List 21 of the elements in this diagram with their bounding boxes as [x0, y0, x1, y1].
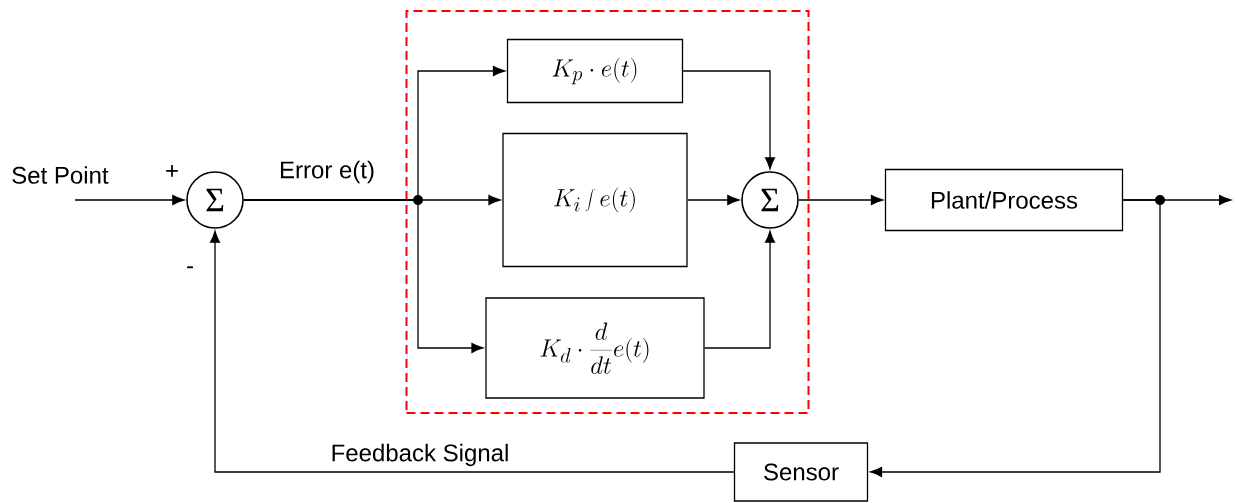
- signal-label: -: [187, 266, 193, 269]
- arrow: [798, 195, 883, 205]
- process-box: Sensor: [733, 442, 869, 502]
- arrow: [74, 195, 185, 205]
- arrow: [243, 199, 484, 353]
- signal-label: +: [166, 165, 178, 177]
- summing-junction: Σ: [186, 171, 244, 229]
- dashed-group-box: [405, 10, 810, 414]
- gain-block: $K_i \int e(t)$: [502, 132, 688, 268]
- summing-junction: Σ: [741, 171, 799, 229]
- arrow: [210, 230, 735, 473]
- arrow: [687, 195, 740, 205]
- process-box: Plant/Process: [884, 168, 1124, 232]
- gain-block: $K_d \cdot \frac{d}{dt} e(t)$: [485, 297, 705, 399]
- arrow: [870, 199, 1161, 477]
- signal-label: Error e(t): [281, 160, 374, 184]
- edge-label: Feedback Signal: [329, 442, 511, 468]
- arrow: [704, 230, 775, 349]
- gain-block: $K_p \cdot e(t)$: [506, 38, 684, 104]
- edge-label: Set Point: [10, 165, 110, 185]
- arrow: [682, 70, 775, 170]
